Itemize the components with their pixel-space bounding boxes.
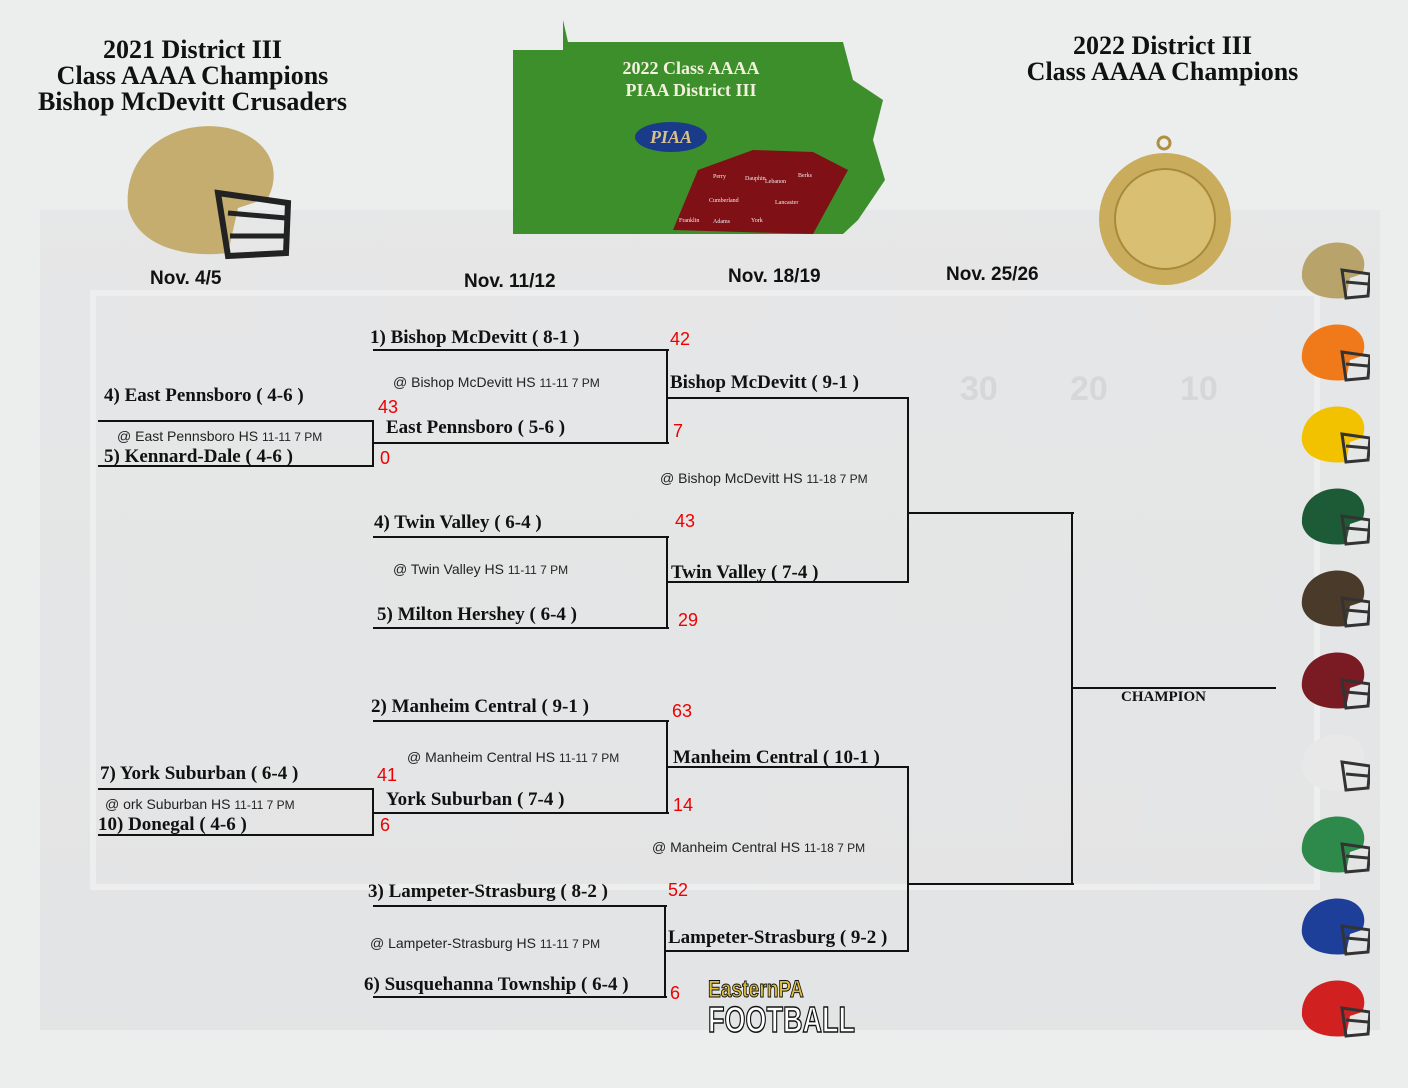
county-label: Cumberland bbox=[709, 198, 739, 204]
brand-line2: FOOTBALL bbox=[707, 999, 855, 1040]
venue-name: @ East Pennsboro HS bbox=[117, 428, 259, 444]
venue-name: @ ork Suburban HS bbox=[105, 796, 231, 812]
game-venue: @ Manheim Central HS 11-11 7 PM bbox=[407, 749, 619, 765]
team-slot: York Suburban ( 7-4 ) bbox=[386, 789, 565, 810]
team-helmet-icon bbox=[1298, 484, 1372, 546]
champion-medal-icon bbox=[1099, 135, 1231, 285]
county-label: Perry bbox=[713, 174, 726, 180]
team-slot: 1) Bishop McDevitt ( 8-1 ) bbox=[370, 327, 580, 348]
game-time: 11-18 7 PM bbox=[803, 841, 866, 855]
score: 0 bbox=[380, 448, 391, 468]
left-title-line: 2021 District III bbox=[102, 35, 283, 64]
game-venue: @ East Pennsboro HS 11-11 7 PM bbox=[117, 428, 322, 444]
yard-marker: 10 bbox=[1180, 370, 1218, 408]
game-venue: @ Bishop McDevitt HS 11-11 7 PM bbox=[393, 374, 600, 390]
score: 6 bbox=[670, 983, 681, 1003]
game-time: 11-11 7 PM bbox=[558, 751, 620, 765]
team-helmet-icon bbox=[1298, 812, 1372, 874]
team-slot: 5) Kennard-Dale ( 4-6 ) bbox=[104, 446, 293, 467]
team-slot: Manheim Central ( 10-1 ) bbox=[673, 747, 880, 768]
team-slot: 3) Lampeter-Strasburg ( 8-2 ) bbox=[368, 881, 608, 902]
stadium-background bbox=[40, 210, 1380, 1030]
county-label: Adams bbox=[713, 219, 731, 225]
venue-name: @ Lampeter-Strasburg HS bbox=[370, 935, 536, 951]
venue-name: @ Bishop McDevitt HS bbox=[660, 470, 803, 486]
venue-name: @ Manheim Central HS bbox=[407, 749, 556, 765]
team-helmet-icon bbox=[1298, 730, 1372, 792]
game-time: 11-11 7 PM bbox=[539, 376, 600, 390]
game-venue: @ Lampeter-Strasburg HS 11-11 7 PM bbox=[370, 935, 600, 951]
team-helmet-icon bbox=[1298, 238, 1372, 300]
right-title: 2022 District III Class AAAA Champions bbox=[1000, 33, 1325, 85]
game-time: 11-18 7 PM bbox=[806, 472, 868, 486]
team-slot: 4) Twin Valley ( 6-4 ) bbox=[374, 512, 542, 533]
score: 6 bbox=[380, 815, 391, 835]
map-title-line1: 2022 Class AAAA bbox=[622, 58, 759, 78]
team-helmet-icon bbox=[1298, 648, 1372, 710]
team-helmet-icon bbox=[1298, 976, 1372, 1038]
team-slot: 5) Milton Hershey ( 6-4 ) bbox=[377, 604, 577, 625]
right-title-line: 2022 District III bbox=[1072, 31, 1253, 60]
team-slot: Twin Valley ( 7-4 ) bbox=[671, 562, 819, 583]
right-title-line: Class AAAA Champions bbox=[1026, 57, 1299, 86]
team-helmet-icon bbox=[1298, 320, 1372, 382]
brand-line1: EasternPA bbox=[708, 976, 804, 1003]
pennsylvania-map: PIAA 2022 Class AAAA PIAA District III P… bbox=[513, 20, 885, 234]
county-label: Berks bbox=[798, 173, 813, 179]
easternpa-football-logo: EasternPA FOOTBALL bbox=[707, 976, 904, 1040]
team-slot: Lampeter-Strasburg ( 9-2 ) bbox=[668, 927, 888, 948]
score: 52 bbox=[668, 880, 689, 900]
map-title-line2: PIAA District III bbox=[626, 80, 757, 100]
yard-marker: 20 bbox=[1070, 370, 1108, 408]
game-venue: @ Twin Valley HS 11-11 7 PM bbox=[393, 561, 568, 577]
left-title-line: Class AAAA Champions bbox=[56, 61, 329, 90]
gold-helmet-icon bbox=[127, 126, 292, 260]
game-time: 11-11 7 PM bbox=[261, 430, 323, 444]
round-date: Nov. 11/12 bbox=[464, 271, 556, 292]
game-time: 11-11 7 PM bbox=[539, 937, 601, 951]
score: 41 bbox=[377, 765, 398, 785]
score: 29 bbox=[678, 610, 699, 630]
team-slot: East Pennsboro ( 5-6 ) bbox=[386, 417, 566, 438]
team-slot: 10) Donegal ( 4-6 ) bbox=[98, 814, 247, 835]
yard-marker: 30 bbox=[960, 370, 998, 408]
venue-name: @ Bishop McDevitt HS bbox=[393, 374, 536, 390]
team-helmet-icon bbox=[1298, 566, 1372, 628]
game-time: 11-11 7 PM bbox=[507, 563, 569, 577]
score: 14 bbox=[673, 795, 694, 815]
score: 63 bbox=[672, 701, 693, 721]
game-venue: @ ork Suburban HS 11-11 7 PM bbox=[105, 796, 295, 812]
left-title: 2021 District III Class AAAA Champions B… bbox=[20, 37, 365, 115]
county-label: Dauphin bbox=[745, 176, 766, 182]
venue-name: @ Manheim Central HS bbox=[652, 839, 801, 855]
game-venue: @ Bishop McDevitt HS 11-18 7 PM bbox=[660, 470, 868, 486]
game-venue: @ Manheim Central HS 11-18 7 PM bbox=[652, 839, 865, 855]
county-label: Franklin bbox=[679, 218, 699, 224]
venue-name: @ Twin Valley HS bbox=[393, 561, 504, 577]
score: 43 bbox=[378, 397, 399, 417]
team-slot: 6) Susquehanna Township ( 6-4 ) bbox=[364, 974, 629, 995]
left-title-line: Bishop McDevitt Crusaders bbox=[37, 87, 348, 116]
round-date: Nov. 4/5 bbox=[150, 268, 222, 289]
county-label: Lancaster bbox=[775, 200, 798, 206]
team-helmet-icon bbox=[1298, 894, 1372, 956]
team-slot: Bishop McDevitt ( 9-1 ) bbox=[670, 372, 859, 393]
team-helmet-icon bbox=[1298, 402, 1372, 464]
score: 43 bbox=[675, 511, 696, 531]
team-slot: 2) Manheim Central ( 9-1 ) bbox=[371, 696, 589, 717]
team-slot: 4) East Pennsboro ( 4-6 ) bbox=[104, 385, 304, 406]
county-label: York bbox=[751, 218, 763, 224]
game-time: 11-11 7 PM bbox=[234, 798, 295, 812]
county-label: Lebanon bbox=[765, 179, 786, 185]
round-date: Nov. 18/19 bbox=[728, 266, 821, 287]
champion-label: CHAMPION bbox=[1121, 689, 1206, 705]
piaa-logo: PIAA bbox=[649, 127, 692, 147]
team-slot: 7) York Suburban ( 6-4 ) bbox=[100, 763, 299, 784]
score: 7 bbox=[673, 421, 684, 441]
score: 42 bbox=[670, 329, 691, 349]
round-date: Nov. 25/26 bbox=[946, 264, 1039, 285]
